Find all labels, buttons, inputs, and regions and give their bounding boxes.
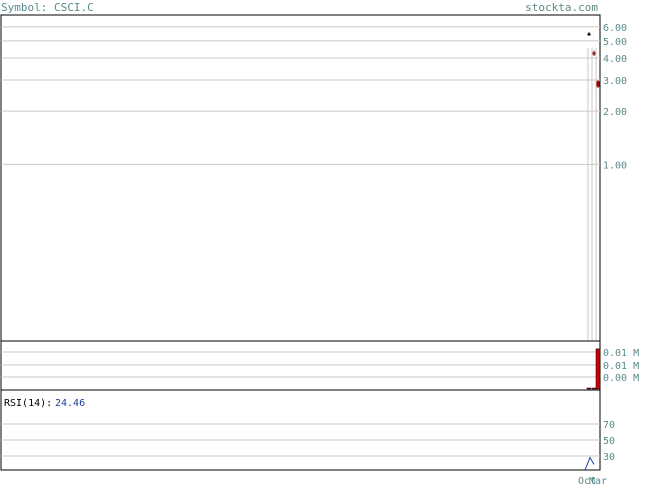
rsi-line-group <box>584 456 595 471</box>
price-panel-frame <box>0 14 601 342</box>
symbol-label: Symbol: CSCI.C <box>1 1 94 14</box>
price-candle-body <box>592 52 596 55</box>
rsi-line <box>584 456 595 471</box>
price-panel: 6.00 5.00 4.00 3.00 2.00 1.00 <box>0 14 627 342</box>
volume-tick-label: 0.00 M <box>603 373 639 384</box>
price-tick-label: 3.00 <box>603 76 627 87</box>
price-tick-label: 6.00 <box>603 23 627 34</box>
price-candles <box>587 32 600 89</box>
volume-bar <box>595 348 601 390</box>
volume-panel: 0.01 M0.01 M0.00 M <box>0 340 639 391</box>
x-axis-label: Mar <box>589 476 607 486</box>
volume-tick-labels: 0.01 M0.01 M0.00 M <box>603 348 639 384</box>
rsi-tick-label: 50 <box>603 436 615 447</box>
rsi-panel-frame <box>0 389 601 471</box>
volume-tick-label: 0.01 M <box>603 348 639 359</box>
rsi-label: RSI(14): <box>4 398 52 409</box>
volume-grid <box>1 351 600 378</box>
rsi-tick-labels: 70 50 30 <box>603 420 615 463</box>
price-tick-label: 1.00 <box>603 160 627 171</box>
price-tick-label: 5.00 <box>603 37 627 48</box>
volume-bar <box>591 387 597 390</box>
rsi-tick-label: 30 <box>603 452 615 463</box>
site-label: stockta.com <box>525 1 598 14</box>
price-grid <box>1 26 600 341</box>
price-candle-body <box>587 33 591 36</box>
rsi-panel: 70 50 30 RSI(14): 24.46 <box>0 389 615 471</box>
price-candle-body <box>596 81 600 87</box>
rsi-tick-label: 70 <box>603 420 615 431</box>
volume-bars <box>586 348 601 390</box>
x-axis-label: Oct <box>578 476 596 486</box>
price-tick-labels: 6.00 5.00 4.00 3.00 2.00 1.00 <box>603 23 627 171</box>
price-tick-label: 2.00 <box>603 107 627 118</box>
volume-tick-label: 0.01 M <box>603 361 639 372</box>
volume-bar <box>586 387 592 390</box>
price-tick-label: 4.00 <box>603 54 627 65</box>
rsi-value: 24.46 <box>55 398 85 409</box>
rsi-grid <box>1 423 600 457</box>
